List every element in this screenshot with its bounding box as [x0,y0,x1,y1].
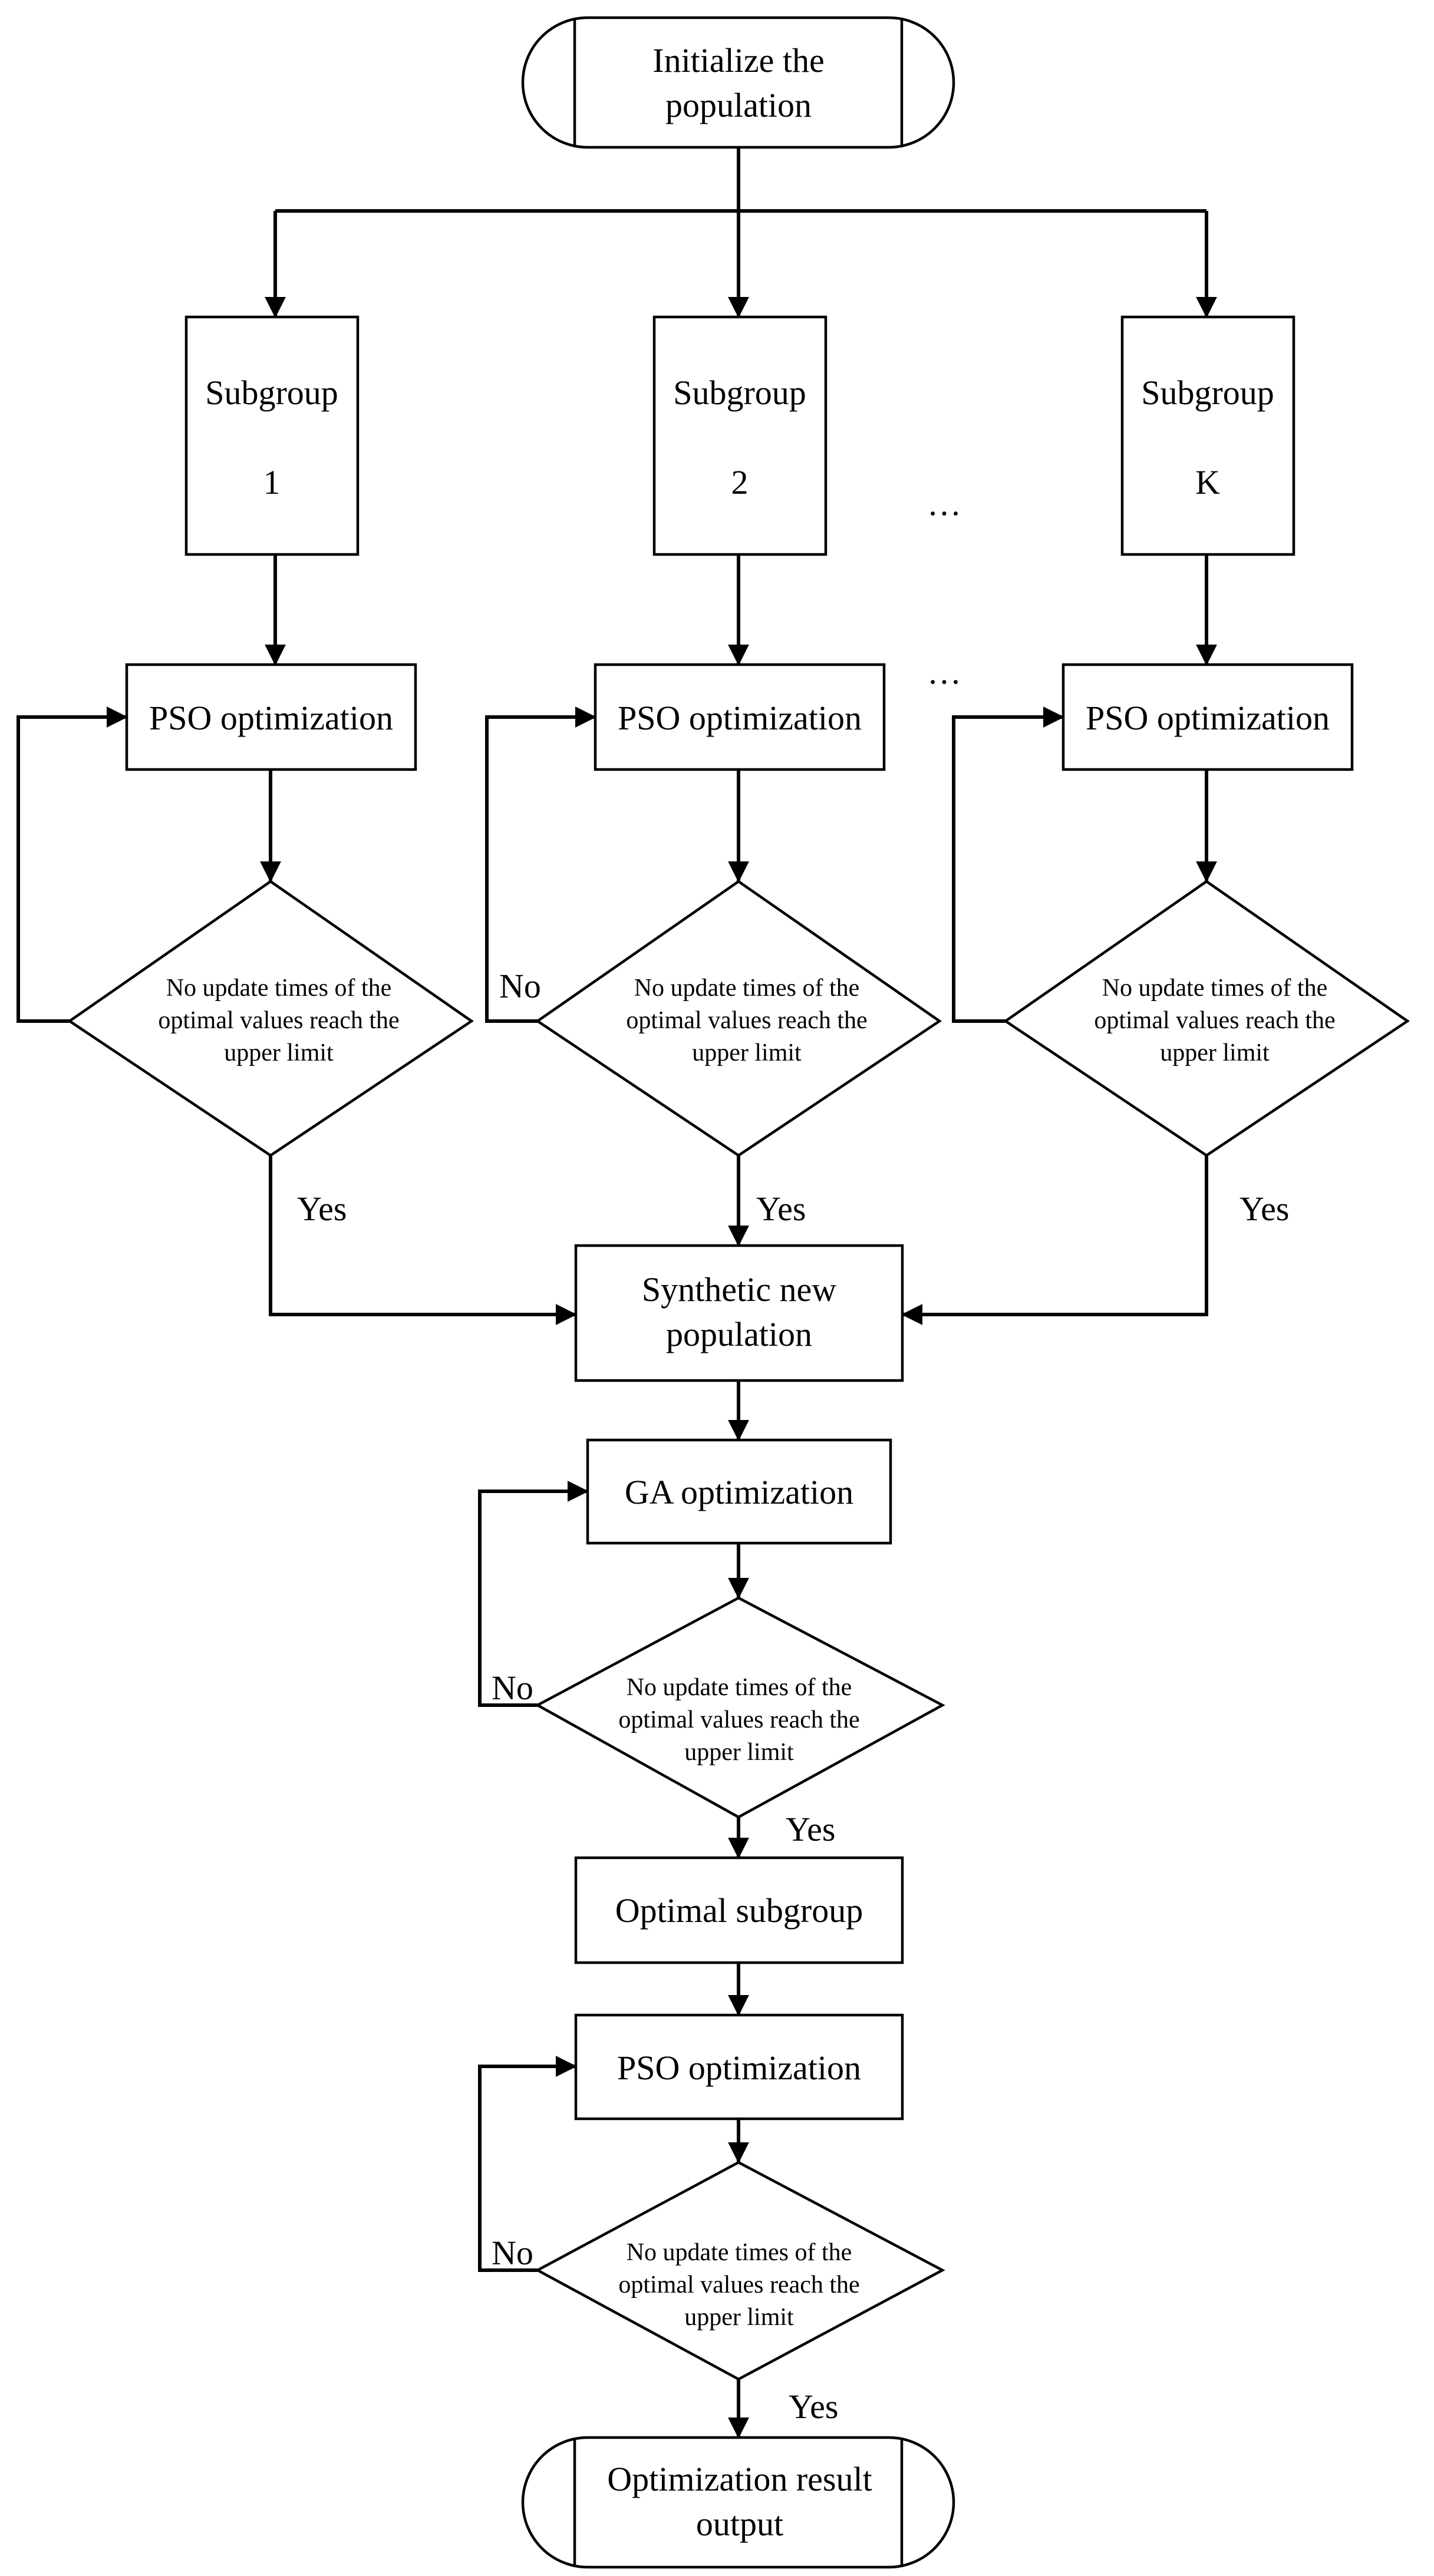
loop-decK-psoK [952,706,1064,1023]
pso-2-box: PSO optimization [594,663,886,771]
end-line-2: output [696,2505,783,2543]
loop-dec2-pso2 [485,706,596,1023]
yes-label-1: Yes [297,1190,347,1228]
decision-1-line-1: No update times of the [166,975,392,1002]
start-terminator: Initialize the population [521,16,955,149]
decision-final-line-2: optimal values reach the [618,2271,859,2298]
decision-2-line-1: No update times of the [634,975,860,1002]
decision-k-line-1: No update times of the [1102,975,1328,1002]
optimal-subgroup-label: Optimal subgroup [615,1891,863,1930]
connectors [17,147,1217,2439]
decision-1-line-2: optimal values reach the [158,1007,399,1034]
decision-ga-line-2: optimal values reach the [618,1706,859,1733]
ellipsis-subgroups: … [927,484,961,523]
start-line-2: population [665,86,812,124]
loop-decga-ga [478,1481,589,1707]
pso-2-label: PSO optimization [618,699,862,737]
ga-label: GA optimization [625,1473,853,1511]
decision-1-line-3: upper limit [224,1039,334,1066]
yes-label-final: Yes [789,2387,838,2426]
decision-2: No update times of the optimal values re… [535,880,942,1157]
decision-k-line-3: upper limit [1160,1039,1270,1066]
subgroup-1-box: Subgroup 1 [184,315,360,556]
yes-label-ga: Yes [786,1810,835,1848]
end-line-1: Optimization result [607,2460,872,2498]
arrow-dec1-synth [269,1155,577,1325]
decision-final-line-3: upper limit [684,2304,794,2331]
decision-ga-line-3: upper limit [684,1739,794,1766]
synthetic-population-box: Synthetic new population [574,1244,904,1382]
pso-k-box: PSO optimization [1062,663,1354,771]
decision-final: No update times of the optimal values re… [535,2161,945,2381]
start-line-1: Initialize the [652,41,824,80]
optimal-subgroup-box: Optimal subgroup [574,1856,904,1964]
subgroup-1-title: Subgroup [205,374,338,412]
loop-decf-psof [478,2056,577,2272]
pso-k-label: PSO optimization [1086,699,1330,737]
no-label-ga: No [492,1669,533,1707]
synth-line-1: Synthetic new [642,1270,836,1309]
subgroup-2-title: Subgroup [673,374,806,412]
ellipsis-pso: … [927,653,961,691]
synth-line-2: population [666,1315,812,1353]
subgroup-2-number: 2 [731,463,749,501]
decision-k: No update times of the optimal values re… [1003,880,1410,1157]
end-terminator: Optimization result output [521,2436,955,2569]
ga-optimization-box: GA optimization [586,1438,892,1545]
decision-1: No update times of the optimal values re… [67,880,474,1157]
no-label-final: No [492,2234,533,2272]
pso-1-box: PSO optimization [125,663,417,771]
subgroup-1-number: 1 [263,463,281,501]
subgroup-k-title: Subgroup [1141,374,1274,412]
loop-dec1-pso1 [17,706,128,1023]
decision-k-line-2: optimal values reach the [1094,1007,1335,1034]
arrow-decK-synth [901,1155,1208,1325]
yes-label-2: Yes [756,1190,806,1228]
decision-final-line-1: No update times of the [627,2239,852,2266]
subgroup-k-number: K [1195,463,1220,501]
decision-2-line-3: upper limit [692,1039,802,1066]
pso-final-label: PSO optimization [617,2049,861,2087]
decision-2-line-2: optimal values reach the [626,1007,867,1034]
decision-ga-line-1: No update times of the [627,1674,852,1701]
subgroup-2-box: Subgroup 2 [652,315,828,556]
yes-label-k: Yes [1239,1190,1289,1228]
subgroup-k-box: Subgroup K [1120,315,1295,556]
pso-final-box: PSO optimization [574,2013,904,2121]
pso-1-label: PSO optimization [149,699,393,737]
decision-ga: No update times of the optimal values re… [535,1596,945,1819]
no-label-2: No [499,967,541,1005]
